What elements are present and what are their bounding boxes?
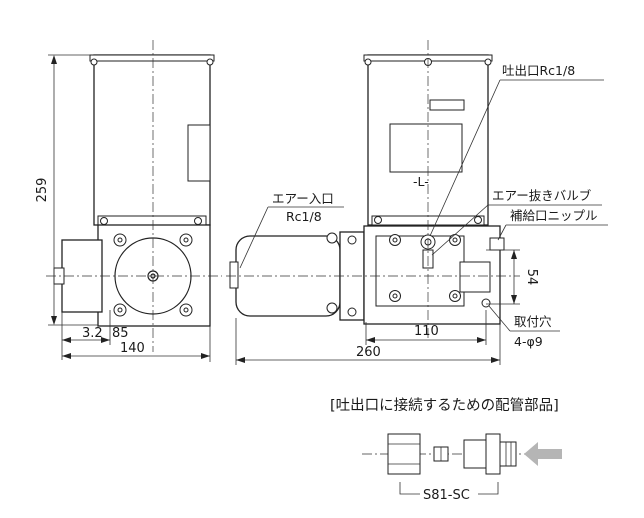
- refill-nipple-label: 補給口ニップル: [510, 208, 598, 223]
- air-vent-valve-label: エアー抜きバルブ: [492, 188, 592, 203]
- discharge-port-label: 吐出口Rc1/8: [502, 63, 575, 78]
- side-dimensions: 54 110 260: [235, 249, 539, 365]
- dim-length-side-label: 260: [356, 345, 381, 360]
- piping-part-number: S81-SC: [423, 488, 470, 503]
- side-view: -L-: [226, 40, 520, 340]
- callouts: 吐出口Rc1/8 エアー入口 Rc1/8 エアー抜きバルブ 補給口ニップル 取付…: [239, 63, 608, 349]
- body-mark-label: -L-: [413, 174, 429, 189]
- mount-hole: [481, 298, 491, 308]
- refill-nipple: [489, 237, 505, 251]
- front-dimensions: 259 3.2 85 140: [35, 54, 211, 362]
- mounting-hole-label-2: 4-φ9: [514, 334, 543, 349]
- pipe-nut: [387, 433, 421, 475]
- pipe-connector-body: [463, 439, 487, 469]
- front-side-plate: [187, 124, 211, 182]
- dim-offset-small-label: 3.2: [82, 326, 103, 341]
- dim-height-label: 259: [35, 178, 50, 203]
- dim-mount-span-label: 110: [414, 324, 439, 339]
- dim-offset-mid-label: 85: [112, 326, 129, 341]
- air-inlet-label-2: Rc1/8: [286, 209, 322, 224]
- air-inlet-label-1: エアー入口: [272, 191, 334, 206]
- piping-parts: [吐出口に接続するための配管部品] S81-SC: [330, 397, 562, 503]
- side-nameplate: [389, 123, 463, 173]
- mounting-hole-label-1: 取付穴: [514, 314, 552, 329]
- front-view: [46, 40, 222, 352]
- piping-title: [吐出口に接続するための配管部品]: [330, 397, 559, 414]
- dim-width-front-label: 140: [120, 341, 145, 356]
- front-reservoir-cap: [89, 54, 215, 62]
- front-screws: [113, 233, 193, 317]
- side-label-plate: [429, 99, 465, 111]
- flow-arrow: [524, 442, 562, 466]
- dim-height-right-label: 54: [524, 269, 539, 286]
